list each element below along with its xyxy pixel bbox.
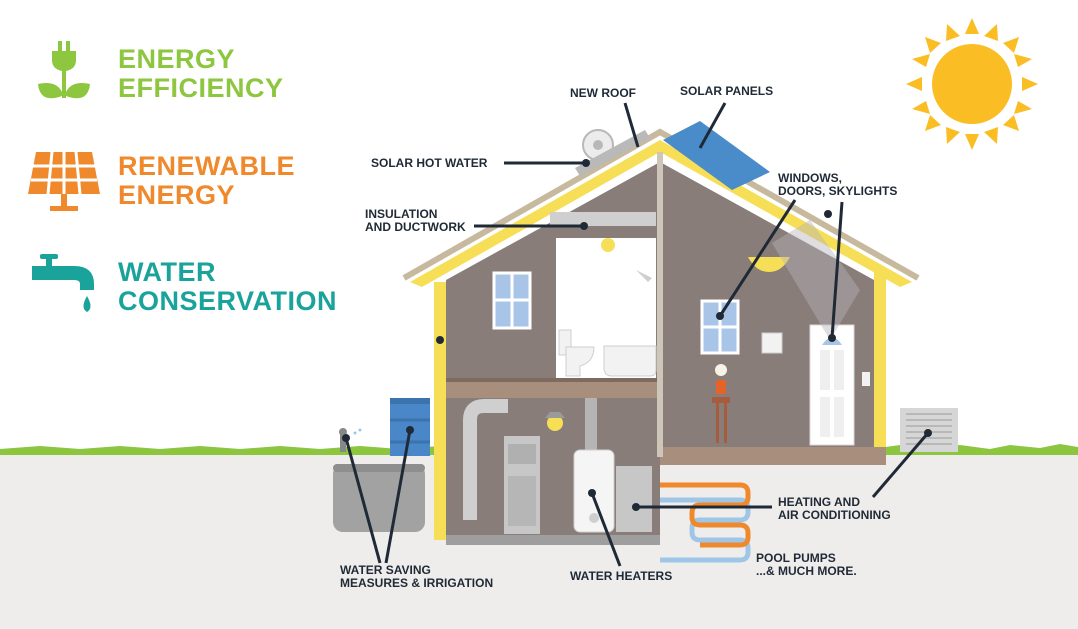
legend-water-line1: WATER [118, 257, 216, 287]
callout-new-roof: NEW ROOF [570, 86, 636, 100]
sprinkler [339, 428, 362, 452]
pool-pipes [660, 482, 751, 563]
callout-windows-doors-skylights: WINDOWS, DOORS, SKYLIGHTS [778, 172, 897, 198]
house [402, 121, 920, 545]
legend-water-conservation: WATER CONSERVATION [118, 258, 337, 316]
callout-heating-air-conditioning: HEATING AND AIR CONDITIONING [778, 496, 891, 522]
legend-renewable-energy: RENEWABLE ENERGY [118, 152, 295, 210]
callout-pool-line2: ...& MUCH MORE. [756, 564, 857, 578]
callout-solar-panels: SOLAR PANELS [680, 84, 774, 98]
leader-dots [342, 159, 932, 511]
living-room [700, 220, 870, 446]
legend-water-line2: CONSERVATION [118, 286, 338, 316]
callout-heating-line1: HEATING AND [778, 495, 860, 509]
callout-heating-line2: AIR CONDITIONING [778, 508, 891, 522]
water-tank [333, 464, 425, 532]
callout-water-saving: WATER SAVING MEASURES & IRRIGATION [340, 564, 493, 590]
callout-pool-pumps: POOL PUMPS ...& MUCH MORE. [756, 552, 857, 578]
callout-insulation-line2: AND DUCTWORK [365, 220, 466, 234]
callout-insulation-line1: INSULATION [365, 207, 438, 221]
callout-solar-hot-water: SOLAR HOT WATER [371, 156, 488, 170]
callout-windows-line2: DOORS, SKYLIGHTS [778, 184, 898, 198]
legend-renewable-line2: ENERGY [118, 180, 236, 210]
callout-pool-line1: POOL PUMPS [756, 551, 836, 565]
callout-water-saving-line1: WATER SAVING [340, 563, 431, 577]
faucet-icon [32, 254, 94, 312]
leader-lines [344, 102, 930, 567]
legend-energy-line2: EFFICIENCY [118, 73, 284, 103]
callout-water-heaters: WATER HEATERS [570, 569, 673, 583]
legend-energy-line1: ENERGY [118, 44, 236, 74]
solar-panel-icon [28, 151, 100, 211]
sun-icon [906, 18, 1038, 150]
callout-insulation-ductwork: INSULATION AND DUCTWORK [365, 208, 466, 234]
solar-panel [663, 121, 770, 190]
callout-water-saving-line2: MEASURES & IRRIGATION [340, 576, 494, 590]
rain-barrel [390, 398, 430, 456]
legend-renewable-line1: RENEWABLE [118, 151, 296, 181]
solar-hot-water-tank [575, 129, 650, 176]
bathroom-fixtures [558, 238, 657, 377]
upstairs-window [492, 271, 532, 330]
plug-leaf-icon [38, 41, 90, 99]
callout-windows-line1: WINDOWS, [778, 171, 842, 185]
legend-energy-efficiency: ENERGY EFFICIENCY [118, 45, 284, 103]
ductwork [463, 212, 656, 520]
